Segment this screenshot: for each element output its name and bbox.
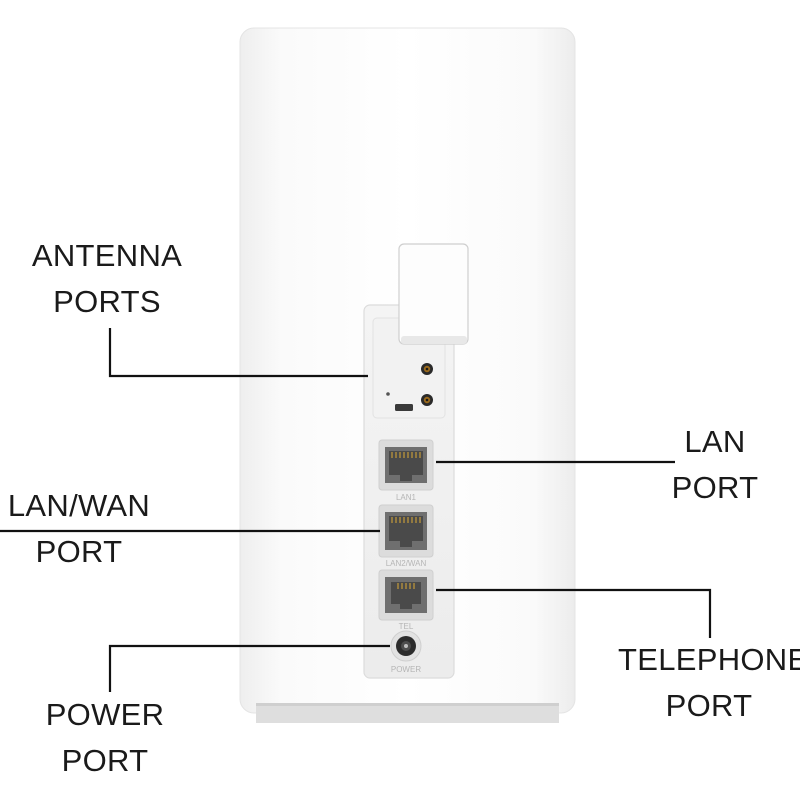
power-marking: POWER <box>391 665 421 674</box>
power-callout-line <box>108 644 390 692</box>
antenna-callout-line <box>108 328 368 378</box>
power-port-label-line2: PORT <box>61 743 149 778</box>
lan-wan-port-label: LAN/WAN PORT <box>0 488 158 570</box>
antenna-connector-2 <box>421 394 433 406</box>
lan1-marking: LAN1 <box>396 493 417 502</box>
tel-port <box>378 569 434 621</box>
antenna-ports-label-line1: ANTENNA <box>31 238 183 273</box>
antenna-ports-label: ANTENNA PORTS <box>22 238 192 320</box>
router-base <box>256 703 559 723</box>
antenna-ports-label-line2: PORTS <box>53 284 161 319</box>
lan2-wan-port <box>378 504 434 558</box>
power-port-label: POWER PORT <box>40 697 170 779</box>
lan-wan-port-label-line2: PORT <box>35 534 123 569</box>
telephone-port-label: TELEPHONE PORT <box>618 642 800 724</box>
lan-port-label-line1: LAN <box>684 424 746 459</box>
telephone-port-label-line2: PORT <box>665 688 753 723</box>
sim-slot <box>395 404 413 411</box>
telephone-callout-line <box>436 588 712 638</box>
lan-port-label-line2: PORT <box>671 470 759 505</box>
antenna-connector-1 <box>421 363 433 375</box>
lan-port-label: LAN PORT <box>660 424 770 506</box>
antenna-cover <box>398 243 469 345</box>
tel-marking: TEL <box>399 622 414 631</box>
lan2-wan-marking: LAN2/WAN <box>386 559 427 568</box>
power-port-label-line1: POWER <box>45 697 165 732</box>
telephone-port-label-line1: TELEPHONE <box>618 642 800 677</box>
reset-hole <box>386 392 390 396</box>
lan1-port <box>378 439 434 491</box>
power-jack <box>390 630 422 662</box>
lan-wan-port-label-line1: LAN/WAN <box>7 488 151 523</box>
